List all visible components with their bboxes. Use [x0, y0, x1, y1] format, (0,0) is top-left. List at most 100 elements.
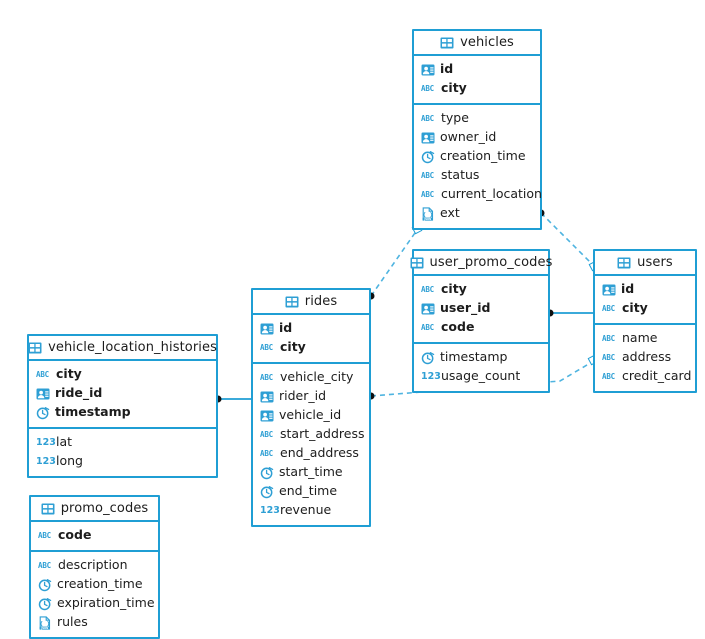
key-id-icon [260, 322, 274, 336]
field-row-ride_id[interactable]: ride_id [29, 384, 216, 403]
field-row-id[interactable]: id [414, 60, 540, 79]
field-row-creation_time[interactable]: creation_time [31, 575, 158, 594]
field-label: user_id [440, 300, 491, 316]
field-label: start_address [280, 426, 365, 442]
field-row-creation_time[interactable]: creation_time [414, 147, 540, 166]
field-row-timestamp[interactable]: timestamp [29, 403, 216, 422]
abc-icon: ABC [260, 342, 273, 352]
field-row-city[interactable]: ABC city [414, 280, 548, 299]
field-row-user_id[interactable]: user_id [414, 299, 548, 318]
field-label: ride_id [55, 385, 103, 401]
field-row-end_time[interactable]: end_time [253, 482, 369, 501]
field-row-rules[interactable]: JSON rules [31, 613, 158, 632]
field-label: city [441, 80, 467, 96]
field-label: creation_time [440, 148, 526, 164]
field-label: long [56, 453, 83, 469]
abc-icon: ABC [36, 369, 49, 379]
key-id-icon [421, 63, 435, 77]
clock-icon [260, 466, 274, 480]
field-row-timestamp[interactable]: timestamp [414, 348, 548, 367]
table-header-user_promo_codes[interactable]: user_promo_codes [410, 251, 552, 276]
field-label: description [58, 557, 128, 573]
field-row-owner_id[interactable]: owner_id [414, 128, 540, 147]
svg-text:JSON: JSON [40, 625, 48, 629]
key-id-icon [36, 387, 50, 401]
table-header-vehicle_location_histories[interactable]: vehicle_location_histories [28, 336, 217, 361]
table-header-users[interactable]: users [595, 251, 695, 276]
field-label: ext [440, 205, 460, 221]
field-row-expiration_time[interactable]: expiration_time [31, 594, 158, 613]
abc-icon: ABC [421, 284, 434, 294]
json-icon: JSON [38, 615, 52, 630]
table-icon [285, 295, 299, 309]
clock-icon [421, 351, 435, 365]
field-label: rider_id [279, 388, 327, 404]
table-header-promo_codes[interactable]: promo_codes [31, 497, 158, 522]
endpoint-dot-vehicle-location-histories-to-rides [214, 395, 222, 403]
field-row-start_time[interactable]: start_time [253, 463, 369, 482]
field-row-vehicle_id[interactable]: vehicle_id [253, 406, 369, 425]
field-row-start_address[interactable]: ABC start_address [253, 425, 369, 444]
abc-icon: ABC [602, 333, 615, 343]
field-row-id[interactable]: id [595, 280, 695, 299]
field-label: current_location [441, 186, 542, 202]
svg-text:JSON: JSON [423, 216, 431, 220]
abc-icon: ABC [260, 429, 273, 439]
field-label: rules [57, 614, 88, 630]
table-title: promo_codes [60, 501, 149, 516]
field-label: revenue [280, 502, 332, 518]
clock-icon [38, 597, 52, 611]
field-row-id[interactable]: id [253, 319, 369, 338]
endpoint-dot-rides-to-vehicles [367, 292, 375, 300]
abc-icon: ABC [38, 530, 51, 540]
clock-icon [260, 485, 274, 499]
field-label: usage_count [441, 368, 521, 384]
table-title: vehicles [460, 35, 514, 50]
table-icon [617, 256, 631, 270]
field-label: city [441, 281, 467, 297]
field-label: id [621, 281, 635, 297]
table-title: rides [304, 294, 338, 309]
table-header-vehicles[interactable]: vehicles [414, 31, 540, 56]
field-label: city [622, 300, 648, 316]
field-row-rider_id[interactable]: rider_id [253, 387, 369, 406]
table-header-rides[interactable]: rides [253, 290, 369, 315]
key-id-icon [260, 409, 274, 423]
field-label: code [441, 319, 475, 335]
field-row-ext[interactable]: JSON ext [414, 204, 540, 223]
